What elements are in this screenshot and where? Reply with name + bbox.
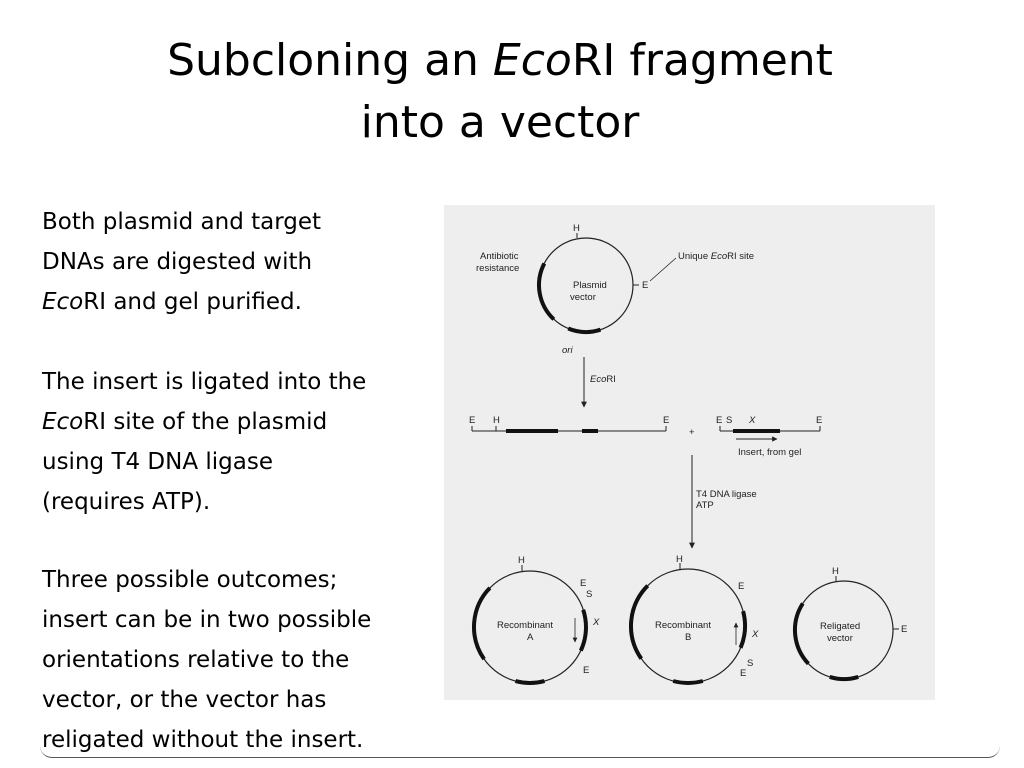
slide-title: Subcloning an EcoRI fragment into a vect… [0, 30, 1000, 154]
rec-a-h-label: H [518, 555, 525, 566]
subcloning-figure: H E Antibiotic resistance Plasmid vector… [444, 205, 935, 700]
recombinant-a-circle [472, 565, 588, 685]
para1-eco-italic: Eco [42, 289, 84, 315]
paragraph-outcomes: Three possible outcomes; insert can be i… [42, 560, 442, 760]
plasmid-e-label: E [642, 280, 648, 291]
insert-fragment [719, 426, 821, 442]
religated-vector-circle [792, 576, 899, 681]
recombinant-b-label: Recombinant [655, 620, 711, 631]
rec-b-e-bottom: E [740, 668, 746, 679]
recombinant-a-letter: A [527, 632, 534, 643]
title-text-a: Subcloning an [167, 35, 493, 86]
insert-e-left: E [716, 415, 722, 426]
para2-line2-rest: RI site of the plasmid [83, 409, 328, 435]
plus-sign: + [689, 427, 695, 438]
unique-ri-site: RI site [727, 251, 754, 262]
para3-line2: insert can be in two possible [42, 607, 372, 633]
title-line-1: Subcloning an EcoRI fragment [0, 30, 1000, 92]
ori-label: ori [562, 345, 573, 356]
insert-s-label: S [726, 415, 732, 426]
t4-ligase-label: T4 DNA ligase [696, 489, 757, 500]
title-text-b: RI fragment [571, 35, 833, 86]
recombinant-b-circle [629, 563, 747, 685]
recombinant-a-label: Recombinant [497, 620, 553, 631]
ecori-arrow-label: EcoRI [590, 374, 616, 385]
title-line-2: into a vector [360, 97, 640, 148]
para1-line1: Both plasmid and target [42, 209, 322, 235]
linear-vector [471, 426, 667, 433]
resistance-label: resistance [476, 263, 519, 274]
para1-line2: DNAs are digested with [42, 249, 313, 275]
rec-a-x-label: X [592, 617, 600, 628]
rec-b-x-label: X [751, 629, 759, 640]
plasmid-vector-circle [537, 233, 677, 334]
para1-line3-rest: RI and gel purified. [83, 289, 302, 315]
religated-h-label: H [832, 566, 839, 577]
recombinant-b-letter: B [685, 632, 691, 643]
rec-a-s-label: S [586, 589, 592, 600]
atp-label: ATP [696, 500, 714, 511]
unique-text: Unique [678, 251, 711, 262]
title-eco-italic: Eco [492, 35, 572, 86]
para3-line1: Three possible outcomes; [42, 567, 338, 593]
insert-e-right: E [816, 415, 822, 426]
unique-ecori-label: Unique EcoRI site [678, 251, 754, 262]
vector-label: vector [570, 292, 596, 303]
plasmid-label: Plasmid [573, 280, 607, 291]
para2-eco-italic: Eco [42, 409, 84, 435]
unique-eco-italic: Eco [711, 251, 727, 262]
religated-vector-label: vector [827, 633, 853, 644]
linear-h-label: H [493, 415, 500, 426]
ecori-arrow-ri: RI [606, 374, 616, 385]
paragraph-ligation: The insert is ligated into the EcoRI sit… [42, 362, 442, 522]
rec-b-s-label: S [747, 658, 753, 669]
rec-b-h-label: H [676, 554, 683, 565]
rec-b-e-top: E [738, 581, 744, 592]
ecori-arrow-eco: Eco [590, 374, 606, 385]
linear-e-left: E [469, 415, 475, 426]
rec-a-e-bottom: E [583, 665, 589, 676]
para3-line5: religated without the insert. [42, 727, 364, 753]
para2-line2: EcoRI site of the plasmid [42, 402, 442, 442]
para3-line4: vector, or the vector has [42, 687, 327, 713]
paragraph-digestion: Both plasmid and target DNAs are digeste… [42, 202, 442, 322]
para2-line3: using T4 DNA ligase [42, 449, 273, 475]
para2-line4: (requires ATP). [42, 489, 211, 515]
antibiotic-label: Antibiotic [480, 251, 519, 262]
religated-label: Religated [820, 621, 860, 632]
linear-e-right: E [663, 415, 669, 426]
subcloning-diagram: H E Antibiotic resistance Plasmid vector… [469, 223, 907, 685]
insert-from-gel-label: Insert, from gel [738, 447, 801, 458]
insert-x-label: X [748, 415, 756, 426]
rec-a-e-top: E [580, 578, 586, 589]
slide-bottom-border [40, 745, 1000, 758]
para3-line3: orientations relative to the [42, 647, 350, 673]
para2-line1: The insert is ligated into the [42, 369, 367, 395]
para1-line3: EcoRI and gel purified. [42, 282, 442, 322]
plasmid-h-label: H [573, 223, 580, 234]
religated-e-label: E [901, 624, 907, 635]
